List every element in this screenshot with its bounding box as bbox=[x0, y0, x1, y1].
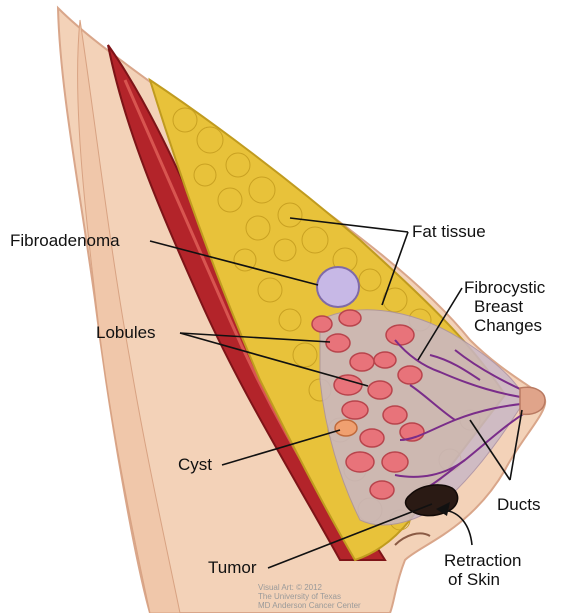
label-fat-tissue: Fat tissue bbox=[412, 222, 486, 242]
lobule bbox=[342, 401, 368, 419]
label-fibrocystic-line1: Fibrocystic bbox=[464, 278, 545, 298]
lobule bbox=[370, 481, 394, 499]
label-fibrocystic-line2: Breast bbox=[474, 297, 523, 317]
label-tumor: Tumor bbox=[208, 558, 257, 578]
lobule bbox=[382, 452, 408, 472]
credit-line-3: MD Anderson Cancer Center bbox=[258, 601, 361, 610]
label-retraction-line2: of Skin bbox=[448, 570, 500, 590]
label-fibroadenoma: Fibroadenoma bbox=[10, 231, 120, 251]
lobule bbox=[383, 406, 407, 424]
label-fibrocystic-line3: Changes bbox=[474, 316, 542, 336]
label-ducts: Ducts bbox=[497, 495, 540, 515]
fibroadenoma-mass bbox=[317, 267, 359, 307]
label-retraction-line1: Retraction bbox=[444, 551, 521, 571]
credit-line-2: The University of Texas bbox=[258, 592, 341, 601]
lobule bbox=[312, 316, 332, 332]
label-lobules: Lobules bbox=[96, 323, 156, 343]
lobule bbox=[374, 352, 396, 368]
lobule bbox=[346, 452, 374, 472]
lobule bbox=[360, 429, 384, 447]
lobule bbox=[326, 334, 350, 352]
lobule bbox=[350, 353, 374, 371]
lobule bbox=[339, 310, 361, 326]
lobule bbox=[398, 366, 422, 384]
label-cyst: Cyst bbox=[178, 455, 212, 475]
lobule bbox=[386, 325, 414, 345]
lobule bbox=[368, 381, 392, 399]
credit-line-1: Visual Art: © 2012 bbox=[258, 583, 322, 592]
cyst bbox=[335, 420, 357, 436]
